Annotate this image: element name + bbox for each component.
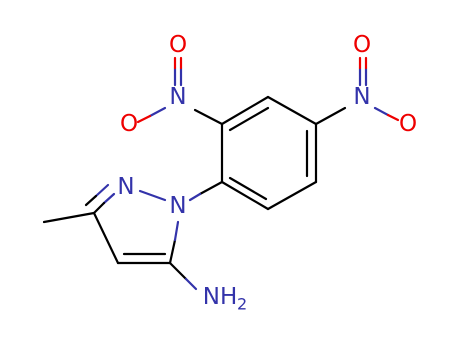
- bond-n1-n2: [138, 189, 167, 202]
- bond-ring-n1: [198, 180, 224, 196]
- bond-n2-c3-inner-b: [84, 194, 98, 207]
- bond-c5-c6: [220, 180, 270, 211]
- bond-ring-nitro-para: [314, 106, 347, 126]
- bond-c3-methyl: [42, 211, 96, 224]
- atom-amine-subscript: 2: [237, 295, 247, 314]
- atom-o-nitro-ortho-top: O: [169, 32, 187, 58]
- bond-c5-amine-n: [184, 277, 198, 291]
- bond-inner-1: [228, 106, 270, 132]
- nitro-group-para: N O O: [314, 32, 417, 137]
- nitro-group-ortho: N O O: [120, 32, 224, 137]
- bond-ring-nitro-ortho: [193, 108, 224, 126]
- atom-n-nitro-para: N: [353, 84, 370, 110]
- bond-c4-c5: [266, 180, 318, 211]
- pyrazole-ring: N N NH 2: [42, 174, 247, 314]
- benzene-ring: [220, 95, 318, 211]
- bond-inner-3: [228, 176, 268, 201]
- atom-n1-pyrazole: N: [169, 193, 186, 219]
- bond-c5-amine: [168, 261, 188, 281]
- bond-n2-c3-inner-a: [94, 183, 110, 198]
- atom-o-nitro-para-top: O: [353, 32, 371, 58]
- atom-n-nitro-ortho: N: [169, 84, 186, 110]
- atom-o-nitro-ortho-left: O: [120, 111, 138, 137]
- atom-amine-nh: NH: [203, 284, 238, 310]
- bond-ring-n1-n: [188, 192, 202, 202]
- bond-n-o-left: [148, 106, 167, 118]
- bond-c1-c2: [220, 95, 270, 126]
- bond-n2-o-right: [373, 106, 390, 117]
- bond-c5-n1: [168, 238, 177, 265]
- bond-c2-c3: [266, 95, 318, 126]
- bond-n2-c3-a: [102, 192, 116, 205]
- bond-o2-right: [386, 113, 400, 122]
- atom-o-nitro-para-right: O: [399, 111, 417, 137]
- bond-c5-n1-n: [173, 220, 180, 242]
- bond-c3-c4: [92, 211, 120, 265]
- atom-n2-pyrazole: N: [117, 174, 134, 200]
- bond-n2-c3-b: [92, 201, 106, 215]
- bond-o-left: [136, 114, 152, 124]
